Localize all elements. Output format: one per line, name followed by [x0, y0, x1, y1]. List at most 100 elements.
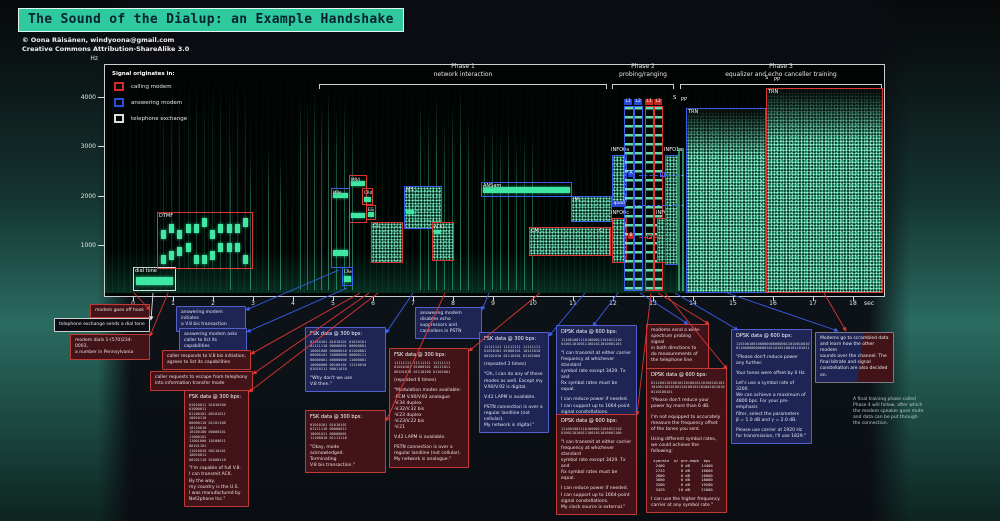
- tone-chip-tone-quad: quad: [612, 201, 627, 207]
- spec-box-jm: [571, 196, 612, 222]
- callout-dialtone-note: telephone exchange sends a dial tone: [54, 318, 150, 333]
- signal-band: [333, 193, 348, 198]
- striation-line: [300, 95, 301, 290]
- callout-text: signal constellations.: [561, 409, 609, 415]
- callout-text: modem dials 1-(570)234-0003,: [75, 338, 133, 350]
- x-tick-label: 2: [211, 300, 215, 307]
- signal-band: [351, 181, 365, 186]
- callout-text: and learn how the other modem: [820, 342, 875, 354]
- striation-line: [452, 104, 453, 290]
- striation-line: [508, 126, 509, 290]
- spec-chip-l2c: L2: [654, 99, 663, 105]
- y-tick-label: 1000: [80, 242, 96, 249]
- signal-band: [406, 210, 414, 214]
- striation-line: [314, 90, 315, 290]
- x-tick: [213, 297, 214, 301]
- phase-reversal-marker: [660, 172, 665, 177]
- spec-box-dial-tone: [133, 267, 176, 291]
- callout-text: into information transfer mode: [155, 381, 225, 387]
- striation-line: [500, 135, 501, 290]
- callout-text: answering modem asks: [184, 332, 238, 337]
- callout-text: sounds over the channel. The: [820, 354, 887, 360]
- callout-text: any further.: [736, 360, 763, 366]
- callout-text: a V.8 bis transaction: [181, 322, 227, 328]
- callout-text: My network is analogue.": [394, 457, 452, 463]
- dtmf-echo-line: [212, 86, 214, 270]
- callout-text: I can reduce power if needed.: [561, 397, 629, 403]
- spec-label-info1a: INFO1a: [664, 147, 683, 153]
- spec-label-cj: CJ: [599, 228, 604, 234]
- tone-chip-tone-a: A: [628, 171, 635, 177]
- spec-label-dtmf: DTMF: [159, 213, 174, 219]
- legend-item-label: answering modem: [131, 100, 183, 106]
- legend-title: Signal originates in:: [112, 71, 175, 77]
- callout-dpsk-c2: DPSK data @ 600 bps:01110011010010110100…: [646, 368, 727, 513]
- tone-dash-tone-b: [639, 237, 662, 238]
- x-tick-label: 16: [769, 300, 777, 307]
- spec-box-trn-a: [686, 108, 766, 293]
- callout-text: Phase 4 will follow, after which: [853, 403, 923, 409]
- callout-text: the modem speaker goes mute: [853, 409, 924, 415]
- x-tick-label: 13: [649, 300, 657, 307]
- callout-binary: 1110010011101000011101011110: [561, 426, 622, 431]
- callout-text: symbol rate except 3429. Tx and: [561, 369, 626, 381]
- ladder-fill: [655, 107, 662, 290]
- striation-line: [328, 92, 329, 290]
- dtmf-bar-low: [202, 255, 207, 264]
- dtmf-bar-low: [169, 251, 175, 260]
- s-signal-strip: [678, 148, 680, 291]
- callout-text: the telephone line: [651, 358, 693, 364]
- x-tick-label: 14: [689, 300, 697, 307]
- callout-binary: 1101001001000000000000011010010010: [736, 341, 810, 346]
- callout-text: V.90/V.92 is digital.: [484, 384, 527, 390]
- callout-caller-escape: caller requests to escape from telephony…: [150, 371, 253, 392]
- callout-text: I can use the higher frequency: [651, 496, 720, 502]
- callout-text: telephone exchange sends a dial tone: [59, 322, 145, 327]
- callout-text: filter, select the parameters: [736, 411, 800, 417]
- dtmf-bar-low: [210, 251, 216, 260]
- noise-fill: [613, 219, 626, 262]
- legend-swatch: [114, 114, 124, 123]
- callout-table-row: 3000 0 dB 18000: [651, 477, 713, 483]
- ladder-fill: [635, 107, 642, 290]
- callout-table-row: 2800 0 dB 16800: [651, 472, 713, 478]
- spec-label-cm: CM: [531, 228, 539, 234]
- callout-text: spectrum probing signal: [651, 334, 691, 346]
- y-tick-label: 2000: [80, 193, 96, 200]
- spec-label-ansam: ANSam: [483, 183, 502, 189]
- callout-text: modes as well. Except my: [484, 378, 543, 384]
- callout-header: DPSK data @ 600 bps:: [561, 329, 618, 335]
- callout-binary: 1010011010100110100101101001011010: [651, 385, 725, 390]
- callout-binary: 0111001101001011010010110100101101: [651, 380, 725, 385]
- y-tick: [98, 146, 104, 147]
- callout-dpsk-c1: DPSK data @ 600 bps:11100100111010000111…: [556, 414, 637, 515]
- legend-item: telephone exchange: [112, 113, 187, 129]
- callout-text: I'm not equipped to accurately: [651, 414, 721, 420]
- callout-fsk-cm: FSK data @ 300 bps:11111111 11111111 111…: [389, 348, 469, 468]
- callout-text: symbol rate except 3429. Tx and: [561, 458, 626, 470]
- dtmf-bar-high: [177, 230, 183, 239]
- dtmf-bar-high: [218, 224, 224, 233]
- phase-label-line: Phase 1: [451, 63, 475, 70]
- callout-binary: 01010101 01010101: [310, 422, 347, 427]
- striation-line: [352, 120, 353, 290]
- dtmf-bar-high: [202, 218, 207, 227]
- credits-author: © Oona Räisänen, windyoona@gmail.com: [22, 36, 175, 44]
- callout-text: V.42 LAPM is available.: [394, 435, 446, 441]
- spec-box-esi: [366, 205, 376, 220]
- dtmf-bar-low: [177, 247, 183, 256]
- striation-line: [230, 140, 231, 290]
- dtmf-echo-line: [245, 86, 246, 270]
- spec-label-dial-tone: dial tone: [135, 268, 157, 274]
- x-tick-label: 11: [569, 300, 577, 307]
- callout-table-row: 3429 10 dB 21600: [651, 486, 713, 492]
- spec-box-trn-c: [766, 88, 883, 293]
- striation-line: [336, 110, 337, 290]
- callout-text: "I can transmit at either carrier: [561, 439, 632, 445]
- phase-label-line: Phase 2: [631, 63, 655, 70]
- signal-band: [344, 276, 351, 282]
- callout-text: "Oh, I can do any of those: [484, 372, 543, 378]
